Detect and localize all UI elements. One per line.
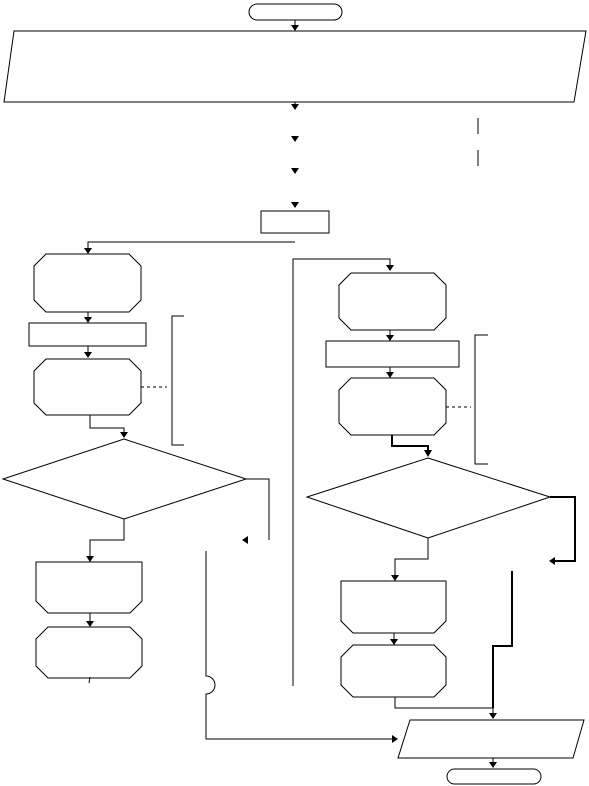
start-terminator	[248, 3, 343, 21]
arrowhead	[291, 25, 299, 31]
arrowhead	[84, 248, 92, 254]
arrowhead	[291, 202, 299, 208]
arrowhead	[391, 575, 399, 581]
arrowhead	[386, 335, 394, 341]
tick-mark	[88, 676, 91, 684]
right-process-box-1	[325, 340, 460, 368]
process-box-main	[260, 210, 330, 234]
arrowhead	[489, 713, 497, 719]
arrowhead	[386, 372, 394, 378]
arrowhead	[392, 735, 398, 743]
arrowhead	[86, 556, 94, 562]
arrowhead	[386, 265, 394, 271]
right-preparation-box-4	[340, 644, 447, 698]
left-decision-no-branch	[246, 478, 270, 540]
right-decision-yes-branch	[394, 538, 429, 576]
arrowhead	[291, 136, 299, 142]
arrowhead	[291, 104, 299, 110]
arrowhead	[86, 621, 94, 627]
annotation-bracket-left	[171, 315, 184, 446]
left-process-box-1	[28, 322, 147, 347]
left-decision-diamond	[1, 438, 248, 520]
right-decision-no-branch	[550, 496, 576, 562]
right-decision-diamond	[305, 457, 552, 539]
left-preparation-box-1	[33, 253, 142, 313]
connector-to-output	[394, 697, 494, 714]
arrowhead	[291, 168, 299, 174]
right-preparation-box-1	[338, 272, 447, 331]
connector-to-left-column	[87, 241, 295, 249]
right-bypass-line	[492, 571, 513, 708]
left-preparation-box-4	[35, 626, 143, 679]
arrowhead	[549, 557, 555, 565]
arrowhead	[424, 450, 432, 457]
output-parallelogram	[397, 719, 585, 759]
left-preparation-box-3	[35, 561, 143, 614]
left-bypass-line	[205, 551, 393, 740]
connector	[89, 415, 125, 433]
input-parallelogram	[3, 30, 587, 103]
arrowhead	[390, 639, 398, 645]
arrowhead	[242, 536, 248, 544]
left-preparation-box-2	[33, 358, 142, 416]
right-preparation-box-3	[340, 580, 447, 634]
arrowhead	[120, 432, 128, 438]
left-decision-yes-branch	[89, 519, 125, 557]
connector-to-right-column	[292, 258, 391, 686]
arrowhead	[84, 317, 92, 323]
arrowhead	[84, 352, 92, 358]
annotation-bracket-right	[474, 334, 488, 465]
end-terminator	[446, 768, 542, 785]
right-preparation-box-2	[338, 377, 447, 436]
connector	[391, 435, 429, 451]
arrowhead	[489, 762, 497, 768]
